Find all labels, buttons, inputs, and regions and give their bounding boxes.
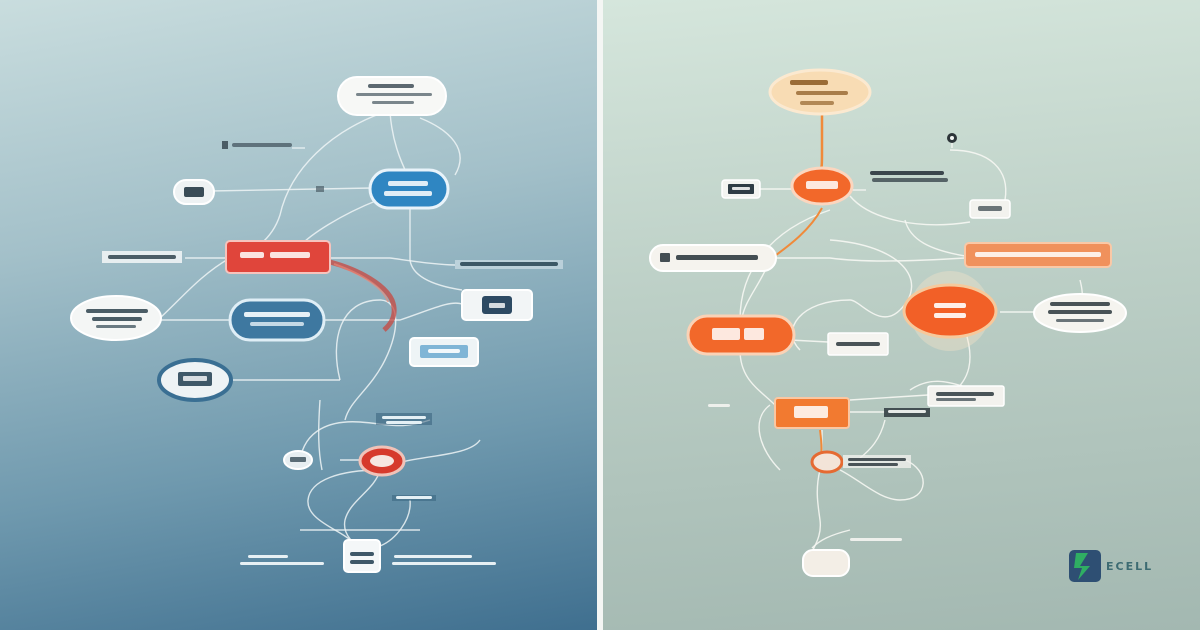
label-bottom-right: [708, 404, 902, 541]
brand-logo: ECELL: [1068, 549, 1153, 583]
node-light-blue-box: [409, 337, 479, 367]
label-low-center: [392, 495, 436, 501]
left-highlight-connector: [329, 259, 397, 332]
connector-tag: [316, 186, 324, 192]
node-orange-circle-large: [902, 271, 998, 351]
node-bottom-blue-oval: [157, 358, 233, 402]
node-dark-square: [461, 289, 533, 321]
node-white-pill-left: [649, 244, 777, 272]
brand-logo-icon: [1069, 550, 1101, 582]
node-red-box: [225, 240, 331, 274]
node-white-small: [969, 199, 1011, 219]
node-dark-tag: [721, 179, 761, 199]
brand-logo-text: ECELL: [1106, 559, 1154, 573]
label-low-right: [843, 455, 911, 468]
node-white-oval-right: [1033, 293, 1127, 333]
node-blue-circle: [368, 168, 450, 210]
panel-divider: [597, 0, 603, 630]
right-main-connector-top: [818, 110, 824, 173]
node-bottom-box: [343, 539, 381, 573]
right-main-connector-mid: [771, 207, 823, 259]
node-white-oval: [70, 295, 162, 341]
label-mid-left: [102, 251, 182, 263]
node-orange-oval-left: [686, 314, 796, 356]
label-top-left: [222, 141, 292, 149]
label-mid-center: [376, 413, 432, 425]
node-top-bubble: [337, 76, 447, 116]
node-left-small-circle: [283, 450, 313, 470]
node-peach-top: [768, 68, 872, 116]
label-top-right: [870, 171, 948, 182]
node-orange-bar: [964, 242, 1112, 268]
node-red-circle: [358, 445, 406, 477]
node-dark-dot: [947, 133, 957, 143]
node-orange-circle-top: [790, 166, 854, 206]
node-white-label-mid: [827, 332, 889, 356]
label-bottom-left: [240, 555, 496, 565]
node-bottom-cream: [802, 549, 850, 577]
node-steel-blue-oval: [228, 298, 326, 342]
node-orange-square: [774, 397, 850, 429]
label-right-of-red: [455, 260, 563, 269]
node-white-label-low: [927, 385, 1005, 407]
label-dark-tag-low: [884, 408, 930, 417]
node-small-pill: [173, 179, 215, 205]
node-small-orange-dot: [810, 450, 844, 474]
